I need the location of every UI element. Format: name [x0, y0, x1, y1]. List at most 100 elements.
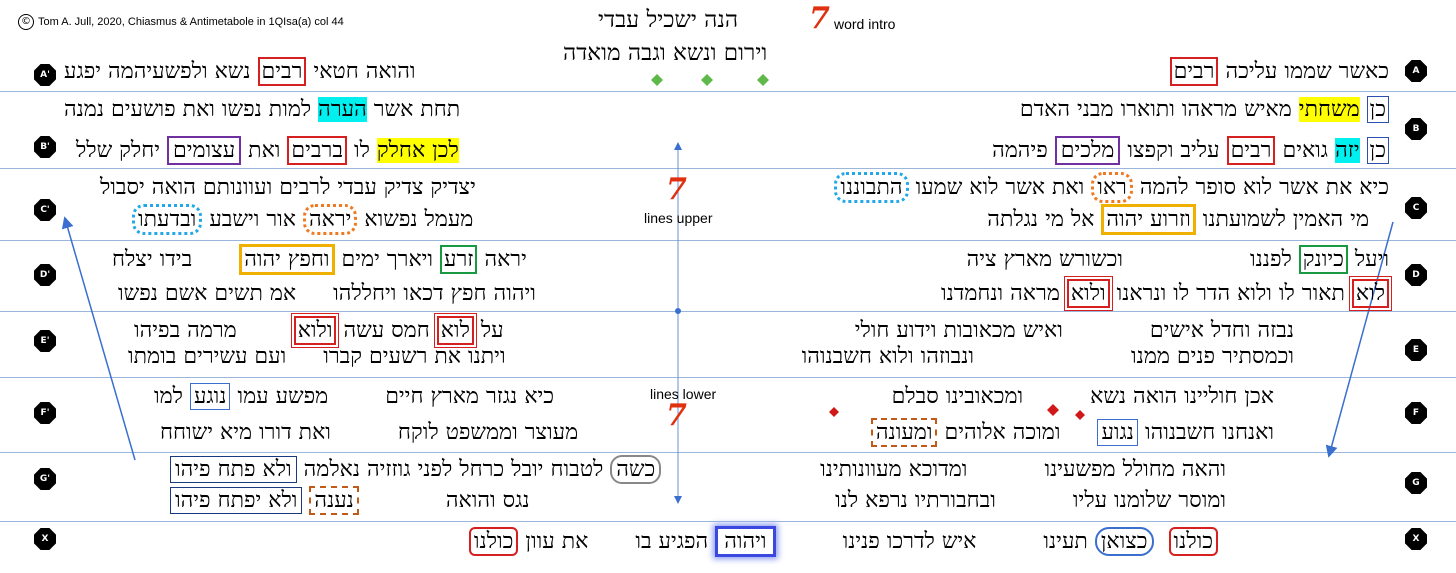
- row-d-zera: זרע: [440, 245, 478, 274]
- row-c-left-1: יצדיק צדיק עבדי לרבים ועוונותם הואה יסבו…: [100, 175, 476, 201]
- row-e-left-2: ויתנו את רשעים קברו ועם עשירים בומתו: [128, 344, 506, 370]
- row-d-right-2-w5: מראה ונחמדנו: [940, 281, 1060, 306]
- row-e-left-2-w1: ויתנו את רשעים קברו: [323, 344, 506, 369]
- title-line1: הנה ישכיל עבדי: [598, 7, 739, 33]
- row-c-right-1-w1: כיא את אשר לוא סופר להמה: [1139, 175, 1389, 200]
- title-word-intro: word intro: [834, 16, 896, 32]
- row-f-right-1-w2: ומכאובינו סבלם: [891, 384, 1024, 409]
- row-c-left-2-w3: אור: [266, 207, 296, 232]
- badge-g-prime: G': [34, 468, 56, 490]
- row-b-right-1-w4: ותוארו מבני האדם: [1019, 97, 1175, 122]
- row-c-right-2-w3: אל מי נגלתה: [987, 207, 1095, 232]
- badge-d: D: [1405, 264, 1427, 286]
- row-g-right-2-w2: ובחבורתיו נרפא לנו: [835, 488, 996, 513]
- badge-x-right: X: [1405, 528, 1427, 550]
- row-b-left-2-w2: לו: [353, 138, 370, 163]
- row-c-zeroa-yhwh: וזרוע יהוה: [1101, 204, 1196, 235]
- row-e-right-2-w1: וכמסתיר פנים ממנו: [1131, 344, 1294, 369]
- title-seven: 7: [809, 1, 830, 36]
- row-b-melakhim: מלכים: [1054, 136, 1121, 165]
- row-g-right-2-w1: ומוסר שלומנו עליו: [1072, 488, 1226, 513]
- badge-c-prime: C': [34, 199, 56, 221]
- row-g-naaneh: נענה: [309, 486, 359, 515]
- row-g-right-1-w2: ומדוכא מעוונותינו: [820, 457, 968, 482]
- row-d-left-1: יראה זרע ויארך ימים וחפץ יהוה בידו יצלח: [112, 244, 527, 275]
- badge-f-prime: F': [34, 402, 56, 424]
- row-f-right-2-w1: ואנחנו חשבנוהו: [1144, 420, 1274, 445]
- row-d-right-1-w4: וכשורש מארץ ציה: [966, 247, 1124, 272]
- badge-d-prime: D': [34, 264, 56, 286]
- row-d-right-1: ויעל כיונק לפננו וכשורש מארץ ציה: [966, 245, 1389, 274]
- badge-b-prime: B': [34, 136, 56, 158]
- row-b-yazeh: יזה: [1335, 138, 1360, 163]
- row-d-left-1-w5: בידו יצלח: [112, 247, 193, 272]
- badge-a-prime: A': [34, 64, 56, 86]
- badge-e: E: [1405, 339, 1427, 361]
- row-b-ken-2: כן: [1366, 137, 1389, 164]
- row-b-right-2: כן יזה גואים רבים עליב וקפצו מלכים פיהמה: [992, 136, 1389, 165]
- badge-c: C: [1405, 197, 1427, 219]
- row-a-right-rabim: רבים: [1169, 57, 1219, 86]
- row-f-left-1-w4: למו: [154, 384, 183, 409]
- row-d-right-1-w1: ויעל: [1354, 247, 1389, 272]
- separator-a: [0, 91, 1456, 92]
- badge-x-left: X: [34, 528, 56, 550]
- row-d-left-2: ויהוה חפץ דכאו ויחללהו אמ תשים אשם נפשו: [118, 281, 536, 307]
- row-x-yhwh: ויהוה: [715, 526, 776, 557]
- row-d-kayonek: כיונק: [1298, 245, 1348, 274]
- row-a-left-rabim: רבים: [257, 57, 307, 86]
- row-b-lakhen-achalek: לכן אחלק: [376, 138, 459, 163]
- separator-e: [0, 377, 1456, 378]
- row-d-lo-1: לוא: [1348, 276, 1393, 311]
- row-x-w7: את עוון: [525, 529, 589, 554]
- row-b-left-1-w3: למות נפשו ואת פושעים נמנה: [64, 97, 312, 122]
- row-e-lo: לוא: [433, 313, 477, 348]
- red-diamond-small: [1075, 410, 1085, 420]
- row-c-right-2: מי האמין לשמועתנו וזרוע יהוה אל מי נגלתה: [987, 204, 1369, 235]
- row-c-left-2: מעמל נפשוא יראה אור וישבע ובדעתו: [132, 204, 473, 235]
- center-lines-upper: lines upper: [644, 210, 713, 226]
- row-g-left-2-w1: נגס והואה: [445, 488, 530, 513]
- row-e-left-1-w5: מרמה בפיהו: [134, 318, 237, 343]
- credit-text: Tom A. Jull, 2020, Chiasmus & Antimetabo…: [38, 16, 344, 28]
- row-x-katzon: כצואן: [1094, 527, 1154, 556]
- row-c-right-1-w3: ואת אשר לוא שמעו: [915, 175, 1085, 200]
- title-line2: וירום ונשא וגבה מואדה: [563, 40, 768, 66]
- row-b-heerah: הערה: [318, 97, 367, 122]
- row-b-atzumim: עצומים: [167, 136, 242, 165]
- row-e-right-1-w2: ואיש מכאובות וידוע חולי: [854, 318, 1063, 343]
- row-b-mishchati: משחתי: [1298, 97, 1360, 122]
- row-f-left-1: כיא נגזר מארץ חיים מפשע עמו נוגע למו: [154, 383, 554, 410]
- green-diamond-3: [757, 74, 769, 86]
- row-b-right-2-w3: גואים: [1282, 138, 1329, 163]
- row-b-right-2-w7: פיהמה: [992, 138, 1048, 163]
- row-d-left-2-w1: ויהוה חפץ דכאו ויחללהו: [333, 281, 536, 306]
- row-c-left-1-w2: ועוונותם הואה יסבול: [100, 175, 273, 200]
- row-c-uvedato: ובדעתו: [132, 204, 203, 235]
- row-f-left-2-w1: מעוצר וממשפט לוקח: [397, 420, 579, 445]
- green-diamond-2: [701, 74, 713, 86]
- row-a-right: כאשר שממו עליכה רבים: [1169, 57, 1389, 86]
- row-e-velo: ולוא: [290, 313, 340, 348]
- row-e-left-1-w3: חמס עשה: [343, 318, 430, 343]
- row-e-left-1: על לוא חמס עשה ולוא מרמה בפיהו: [134, 313, 504, 348]
- green-diamond-1: [651, 74, 663, 86]
- row-d-left-2-w2: אמ תשים אשם נפשו: [118, 281, 297, 306]
- row-f-right-2: ואנחנו חשבנוהו נגוע ומוכה אלוהים ומעונה: [870, 418, 1274, 447]
- row-b-left-1: תחת אשר הערה למות נפשו ואת פושעים נמנה: [64, 97, 460, 123]
- row-f-right-2-w3: ומוכה אלוהים: [944, 420, 1061, 445]
- row-g-left-2: נגס והואה נענה ולא יפתח פיהו: [170, 486, 530, 515]
- separator-f: [0, 452, 1456, 453]
- red-diamond-middle: [829, 407, 839, 417]
- row-f-nogea: נוגע: [189, 383, 231, 410]
- row-b-right-2-w5: עליב וקפצו: [1127, 138, 1220, 163]
- row-d-left-1-w1: יראה: [484, 247, 527, 272]
- left-arrow: [61, 216, 136, 461]
- row-d-right-1-w3: לפננו: [1250, 247, 1292, 272]
- row-g-left-1-w2: לטבוח יובל כרחל לפני גוזזיה נאלמה: [303, 457, 604, 482]
- row-d-velo: ולוא: [1063, 276, 1113, 311]
- row-b-right-1-w3: מאיש מראהו: [1181, 97, 1292, 122]
- badge-f: F: [1405, 402, 1427, 424]
- row-b-ken-1: כן: [1366, 96, 1389, 123]
- badge-a: A: [1405, 60, 1427, 82]
